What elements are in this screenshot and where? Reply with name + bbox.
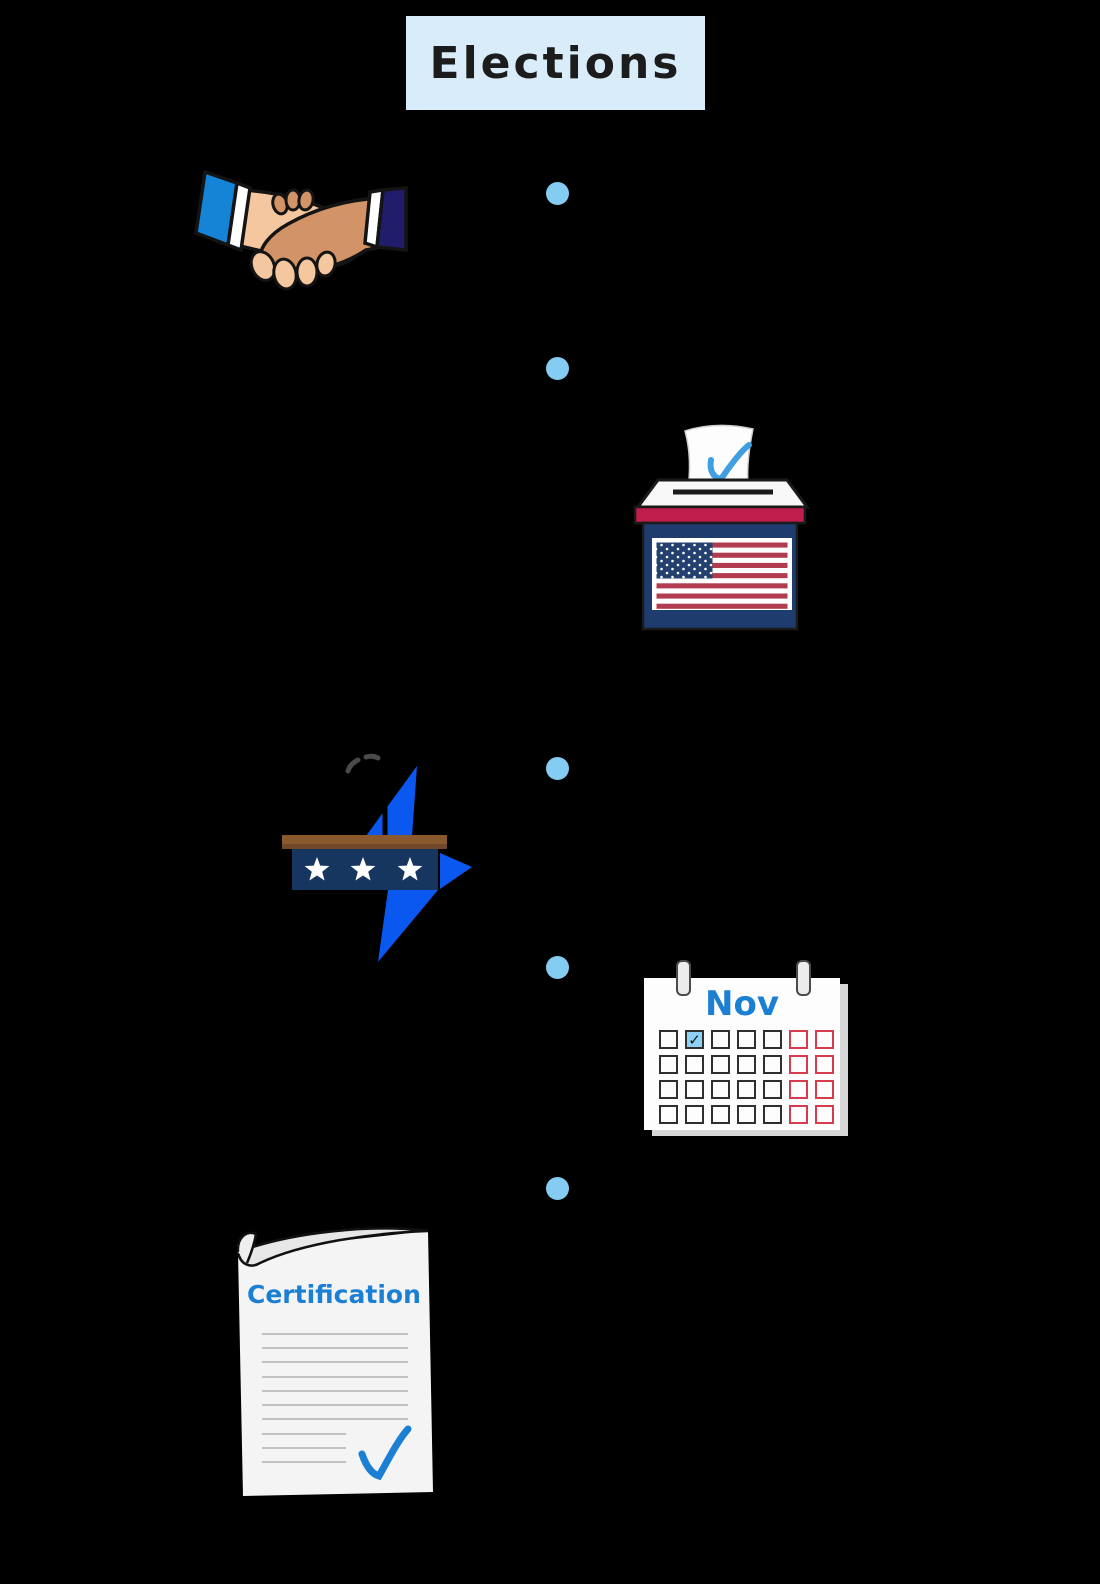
handshake-icon bbox=[194, 169, 408, 291]
page-title: Elections bbox=[429, 37, 682, 89]
tan-fingertips bbox=[271, 188, 315, 216]
ballot-band bbox=[633, 505, 807, 525]
calendar-day-cell bbox=[685, 1105, 704, 1124]
calendar-checked-day: ✓ bbox=[685, 1030, 704, 1049]
calendar-day-cell bbox=[737, 1080, 756, 1099]
ballot-box-icon bbox=[633, 424, 810, 631]
calendar-day-cell bbox=[815, 1105, 834, 1124]
calendar-day-cell bbox=[659, 1080, 678, 1099]
ballot-paper bbox=[684, 424, 754, 496]
calendar-day-cell bbox=[815, 1055, 834, 1074]
certificate-curl bbox=[236, 1231, 258, 1264]
calendar-day-cell bbox=[711, 1080, 730, 1099]
calendar-day-cell bbox=[815, 1030, 834, 1049]
timeline-dot bbox=[546, 1177, 569, 1200]
calendar-day-cell bbox=[789, 1105, 808, 1124]
calendar-day-cell bbox=[737, 1105, 756, 1124]
calendar-day-cell bbox=[659, 1105, 678, 1124]
calendar-day-cell bbox=[789, 1055, 808, 1074]
calendar-day-cell bbox=[789, 1030, 808, 1049]
timeline-dot bbox=[546, 757, 569, 780]
calendar-day-cell bbox=[685, 1055, 704, 1074]
timeline-dot bbox=[546, 182, 569, 205]
timeline-dot bbox=[546, 357, 569, 380]
light-fingers bbox=[249, 250, 337, 291]
calendar-day-cell bbox=[711, 1030, 730, 1049]
certificate-paper bbox=[236, 1227, 433, 1496]
certificate-check-mark bbox=[358, 1425, 412, 1481]
calendar-day-cell bbox=[737, 1055, 756, 1074]
podium-top-edge bbox=[282, 844, 447, 849]
calendar-sheet bbox=[644, 978, 840, 1130]
us-flag bbox=[652, 538, 792, 610]
title-box: Elections bbox=[406, 16, 705, 110]
calendar-ring bbox=[796, 960, 811, 996]
calendar-day-cell bbox=[815, 1080, 834, 1099]
calendar-icon: Nov ✓ bbox=[638, 952, 853, 1142]
calendar-day-cell bbox=[737, 1030, 756, 1049]
calendar-grid: ✓ bbox=[659, 1030, 834, 1124]
certificate-page bbox=[238, 1231, 433, 1496]
calendar-day-cell bbox=[659, 1030, 678, 1049]
left-cuff bbox=[226, 180, 252, 253]
certificate-text-lines bbox=[262, 1333, 408, 1463]
podium-top bbox=[282, 835, 447, 845]
timeline-dot bbox=[546, 956, 569, 979]
calendar-day-cell bbox=[763, 1055, 782, 1074]
calendar-day-cell bbox=[789, 1080, 808, 1099]
calendar-day-cell bbox=[685, 1080, 704, 1099]
microphone-icon bbox=[345, 753, 381, 774]
tan-arm bbox=[258, 196, 382, 273]
calendar-ring bbox=[676, 960, 691, 996]
certificate-icon: Certification bbox=[222, 1222, 447, 1512]
podium-icon bbox=[282, 753, 472, 962]
right-sleeve bbox=[375, 186, 408, 252]
calendar-month-label: Nov bbox=[705, 984, 779, 1024]
calendar-day-cell bbox=[711, 1055, 730, 1074]
certificate-title: Certification bbox=[247, 1280, 421, 1309]
calendar-day-cell bbox=[763, 1080, 782, 1099]
calendar-day-cell bbox=[659, 1055, 678, 1074]
certificate-fold bbox=[236, 1227, 429, 1267]
blue-star bbox=[366, 766, 472, 962]
calendar-day-cell bbox=[763, 1030, 782, 1049]
calendar-day-cell bbox=[763, 1105, 782, 1124]
calendar-day-cell bbox=[711, 1105, 730, 1124]
